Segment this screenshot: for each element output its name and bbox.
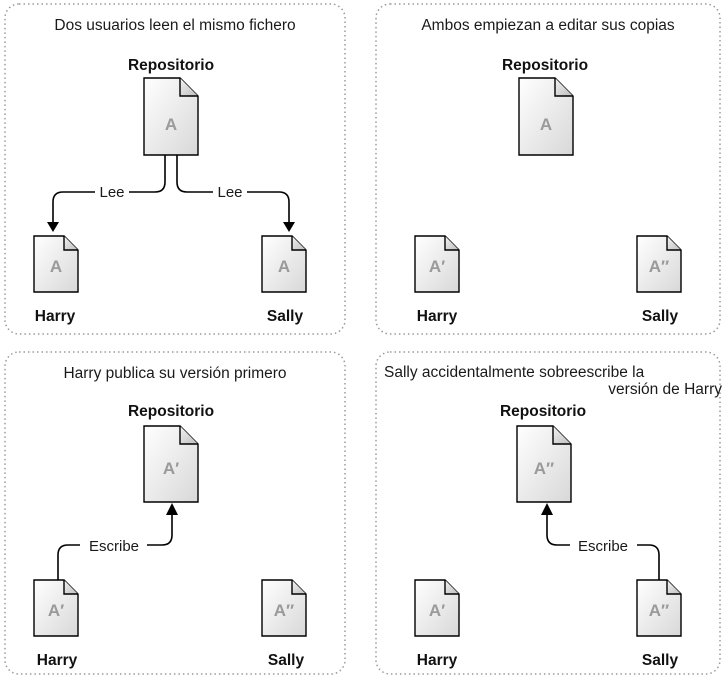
sally-document-icon: A″ (636, 579, 682, 637)
panel-2: Ambos empiezan a editar sus copias Repos… (375, 3, 721, 335)
repository-label: Repositorio (500, 403, 586, 420)
document-version: A (278, 257, 290, 276)
repository-label: Repositorio (128, 57, 214, 74)
harry-label: Harry (417, 308, 458, 325)
document-version: A′ (48, 601, 64, 620)
panel-frame (375, 3, 721, 335)
harry-document-icon: A′ (33, 579, 79, 637)
harry-label: Harry (35, 308, 76, 325)
arrow-label: Escribe (578, 538, 628, 555)
panel-title: Harry publica su versión primero (63, 365, 286, 382)
read-arrow-sally: Lee (176, 155, 295, 232)
document-version: A″ (534, 459, 554, 478)
panel-title: Ambos empiezan a editar sus copias (421, 17, 675, 34)
repository-label: Repositorio (128, 403, 214, 420)
harry-document-icon: A′ (414, 235, 460, 293)
panel-4: Sally accidentalmente sobreescribe la ve… (375, 351, 722, 675)
sally-label: Sally (642, 652, 679, 669)
harry-document-icon: A (33, 235, 79, 293)
sally-label: Sally (642, 308, 679, 325)
arrow-label: Escribe (89, 538, 139, 555)
panel-frame (375, 351, 721, 675)
panel-3: Harry publica su versión primero Reposit… (4, 351, 346, 675)
panel-1: Dos usuarios leen el mismo fichero Repos… (4, 3, 346, 335)
write-arrow-sally: Escribe (541, 503, 660, 580)
document-version: A (165, 115, 177, 134)
document-version: A″ (649, 257, 669, 276)
repository-document-icon: A (518, 77, 574, 156)
harry-label: Harry (37, 652, 78, 669)
sally-document-icon: A″ (636, 235, 682, 293)
document-version: A′ (429, 257, 445, 276)
write-arrow-harry: Escribe (57, 503, 178, 580)
document-version: A′ (429, 601, 445, 620)
sally-document-icon: A (261, 235, 307, 293)
harry-document-icon: A′ (414, 579, 460, 637)
document-version: A (50, 257, 62, 276)
document-version: A″ (274, 601, 294, 620)
repository-document-icon: A″ (516, 425, 572, 503)
document-version: A′ (163, 459, 179, 478)
harry-label: Harry (417, 652, 458, 669)
sally-document-icon: A″ (261, 579, 307, 637)
arrow-label: Lee (217, 184, 242, 201)
panel-frame (4, 351, 346, 675)
sally-label: Sally (268, 652, 305, 669)
repository-document-icon: A (143, 77, 199, 156)
read-arrow-harry: Lee (47, 155, 166, 232)
arrow-label: Lee (99, 184, 124, 201)
sally-label: Sally (267, 308, 304, 325)
panel-title-line-2: versión de Harry (608, 381, 722, 398)
repository-label: Repositorio (502, 57, 588, 74)
document-version: A (540, 115, 552, 134)
panel-title: Dos usuarios leen el mismo fichero (54, 17, 295, 34)
repository-document-icon: A′ (143, 425, 199, 503)
document-version: A″ (649, 601, 669, 620)
panel-title-line-1: Sally accidentalmente sobreescribe la (384, 364, 645, 381)
